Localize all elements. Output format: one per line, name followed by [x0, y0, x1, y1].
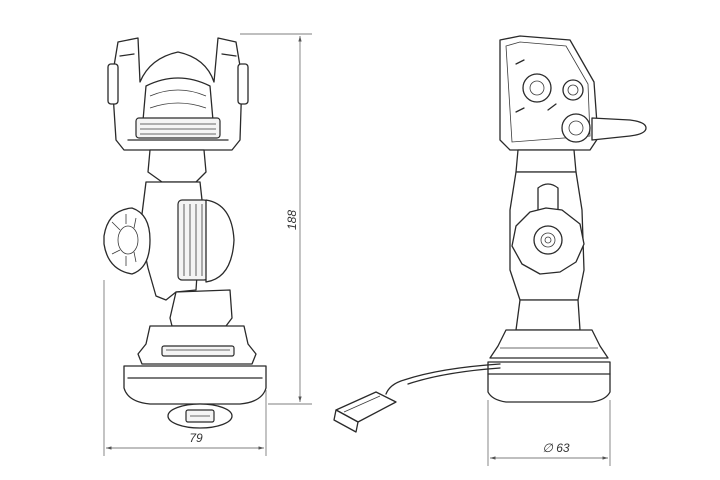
height-label: 188: [285, 210, 299, 230]
lever: [591, 117, 647, 141]
star-knob: [511, 207, 585, 275]
cable: [385, 363, 501, 395]
ball-joint: [177, 199, 235, 283]
width-label: 79: [189, 431, 203, 445]
side-head: [499, 35, 647, 151]
side-view: [333, 35, 647, 433]
width-dimension: 79: [103, 280, 267, 456]
cable-plug: [333, 391, 397, 433]
side-base-top: [489, 329, 609, 359]
diameter-dimension: ∅ 63: [487, 400, 611, 466]
base-connector: [167, 403, 233, 429]
lower-column: [169, 289, 233, 327]
side-base: [487, 361, 611, 403]
diameter-label: ∅ 63: [542, 441, 569, 455]
height-dimension: 188: [240, 33, 312, 405]
base-top: [137, 325, 257, 365]
clamp-head: [107, 37, 249, 151]
side-lower-column: [515, 299, 581, 331]
neck: [147, 149, 207, 183]
base: [123, 365, 267, 405]
knob: [103, 207, 151, 275]
front-view: [103, 37, 267, 429]
side-neck: [515, 149, 577, 173]
